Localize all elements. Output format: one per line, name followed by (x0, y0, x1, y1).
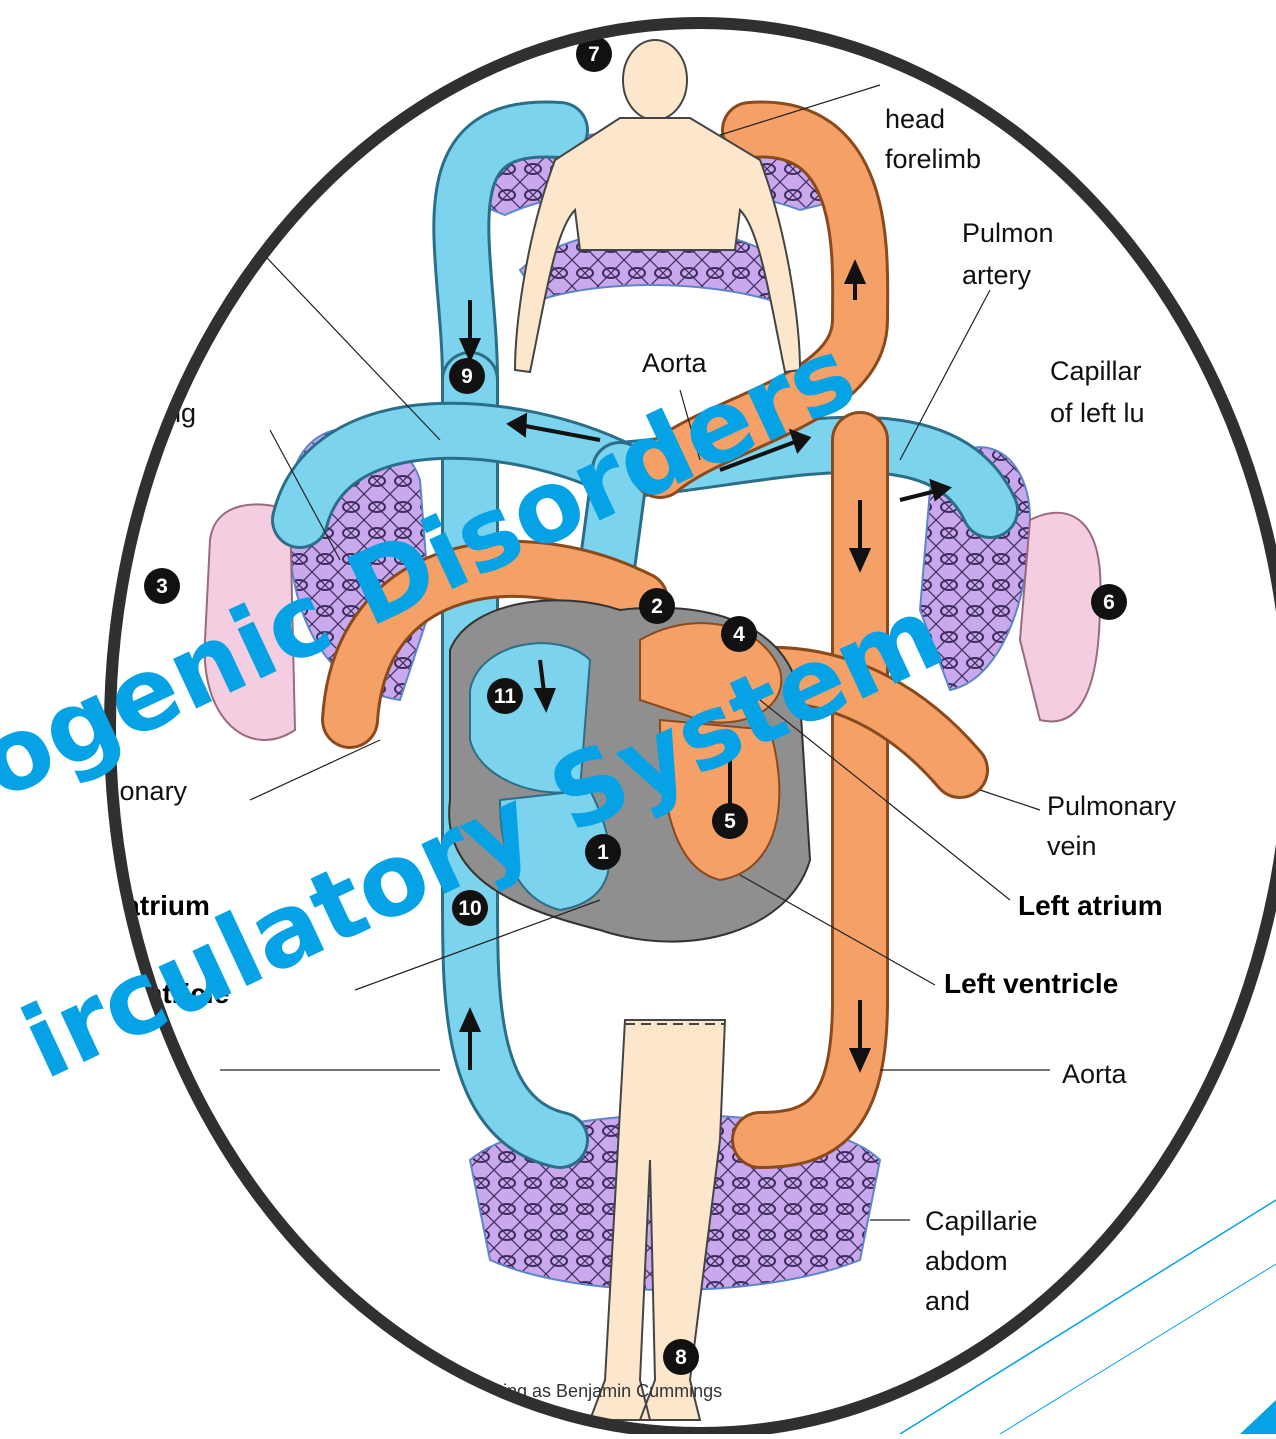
svg-text:7: 7 (588, 43, 600, 66)
svg-text:5: 5 (724, 810, 736, 833)
label-pulmonary-vein-left-b: vein (50, 816, 100, 846)
label-aorta-bottom: Aorta (1062, 1059, 1128, 1089)
label-capillaries-abdominal-b: abdom (925, 1246, 1008, 1276)
step-badge: 11 (487, 678, 523, 714)
label-pulmonary-vein-right-b: vein (1047, 831, 1097, 861)
label-capillaries-left-lung-a: Capillar (1050, 356, 1142, 386)
svg-text:4: 4 (733, 623, 745, 646)
step-badge: 5 (712, 803, 748, 839)
svg-text:2: 2 (651, 595, 663, 618)
label-capillaries-abdominal-a: Capillarie (925, 1206, 1038, 1236)
step-badge: 9 (449, 358, 485, 394)
left-lung (1020, 513, 1100, 722)
label-capillaries-right-lung-a: pillaries (95, 356, 187, 386)
step-badge: 4 (721, 616, 757, 652)
label-capillaries-head-a: C (878, 11, 898, 41)
svg-text:6: 6 (1103, 591, 1115, 614)
svg-text:11: 11 (494, 685, 517, 708)
step-badge: 3 (144, 568, 180, 604)
label-left-atrium: Left atrium (1018, 890, 1163, 921)
label-capillaries-abdominal-c: and (925, 1286, 970, 1316)
label-pulmonary-artery-right-a: Pulmon (962, 218, 1054, 248)
svg-text:8: 8 (675, 1346, 687, 1369)
label-capillaries-head-c: forelimb (885, 144, 981, 174)
label-pulmonary-artery-left: ary (188, 223, 226, 253)
label-capillaries-left-lung-b: of left lu (1050, 398, 1145, 428)
step-badge: 2 (639, 588, 675, 624)
label-pulmonary-vein-right-a: Pulmonary (1047, 791, 1177, 821)
svg-text:9: 9 (461, 365, 473, 388)
label-pulmonary-artery-right-b: artery (962, 260, 1032, 290)
step-badge: 8 (663, 1339, 699, 1375)
svg-text:3: 3 (156, 575, 168, 598)
label-left-ventricle: Left ventricle (944, 968, 1118, 999)
step-badge: 6 (1091, 584, 1127, 620)
label-capillaries-head-b: head (885, 104, 945, 134)
